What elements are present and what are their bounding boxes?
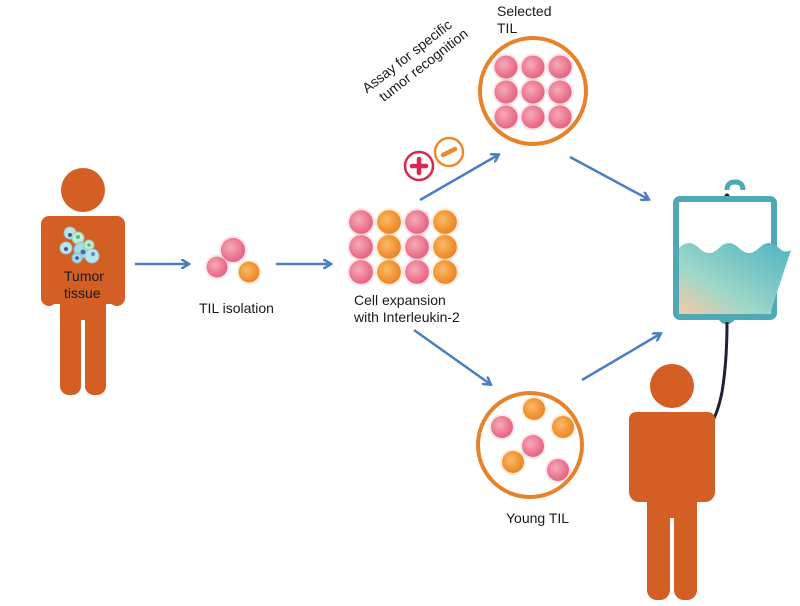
arrow-selected-to-bag [569, 155, 648, 199]
tumor-cells-icon [59, 226, 100, 264]
cell-expansion-label-line1: Cell expansion [354, 292, 446, 308]
cell-icon [492, 53, 520, 81]
cell-expansion-label: Cell expansion with Interleukin-2 [354, 292, 460, 326]
til-isolation-label: TIL isolation [199, 300, 274, 316]
cell-icon [374, 232, 404, 262]
patient-person-icon [41, 168, 125, 395]
cell-icon [546, 103, 574, 131]
cell-icon [550, 414, 576, 440]
plus-icon [403, 150, 435, 182]
isolated-cells [204, 235, 262, 285]
selected-til-pool [478, 36, 588, 146]
cell-icon [430, 207, 460, 237]
cell-icon [374, 207, 404, 237]
iv-bag-icon [673, 179, 791, 423]
cell-icon [430, 232, 460, 262]
arrow-young-to-bag [581, 334, 660, 382]
selected-til-label-line2: TIL [497, 20, 518, 36]
cell-icon [402, 207, 432, 237]
cell-icon [430, 257, 460, 287]
cell-icon [346, 207, 376, 237]
cell-icon [236, 259, 262, 285]
cell-icon [402, 257, 432, 287]
selected-til-label-line1: Selected [497, 3, 552, 19]
tumor-tissue-label: Tumor tissue [64, 268, 104, 302]
arrow-to-selected [419, 155, 498, 202]
recipient-person-icon [629, 364, 715, 600]
cell-icon [545, 457, 571, 483]
cell-expansion-label-line2: with Interleukin-2 [354, 309, 460, 325]
selected-til-label: Selected TIL [497, 3, 551, 37]
young-til-label: Young TIL [506, 510, 570, 526]
cell-icon [519, 103, 547, 131]
young-til-pool [476, 391, 584, 499]
arrow-to-young [413, 328, 490, 384]
expanded-cells-grid [346, 207, 460, 287]
cell-icon [204, 254, 230, 280]
cell-icon [519, 78, 547, 106]
cell-icon [346, 257, 376, 287]
cell-icon [489, 414, 515, 440]
cell-icon [546, 78, 574, 106]
cell-icon [346, 232, 376, 262]
cell-icon [500, 449, 526, 475]
tumor-tissue-label-line1: Tumor [64, 268, 104, 284]
cell-icon [492, 103, 520, 131]
cell-icon [546, 53, 574, 81]
cell-icon [374, 257, 404, 287]
tumor-tissue-label-line2: tissue [64, 285, 101, 301]
minus-icon [433, 136, 465, 168]
cell-icon [521, 396, 547, 422]
cell-icon [519, 53, 547, 81]
cell-icon [402, 232, 432, 262]
cell-icon [492, 78, 520, 106]
